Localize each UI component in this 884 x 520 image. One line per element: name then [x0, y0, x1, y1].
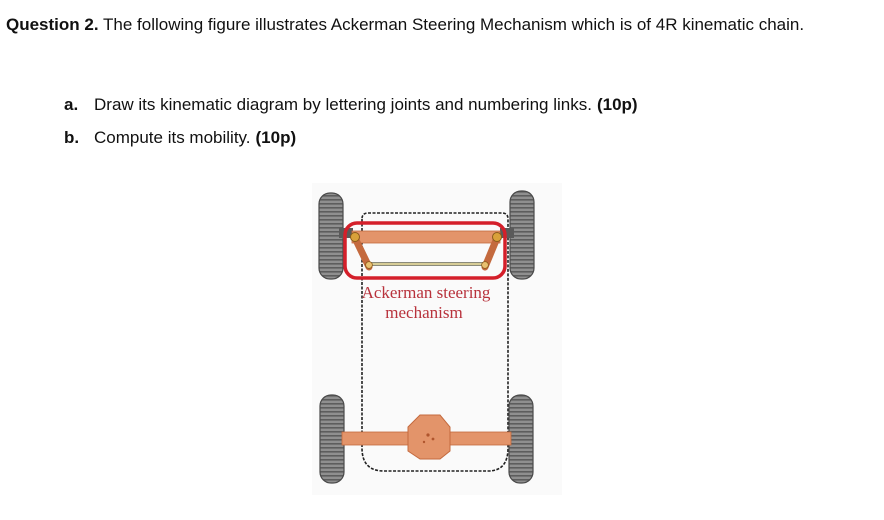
sub-question-b: b. Compute its mobility. (10p) — [64, 121, 844, 154]
ackerman-diagram: Ackerman steering mechanism — [312, 183, 562, 495]
front-right-wheel — [500, 190, 535, 280]
sub-question-points: (10p) — [596, 95, 638, 114]
question-label: Question 2. — [6, 15, 99, 34]
rear-axle — [341, 414, 512, 460]
sub-question-text: Draw its kinematic diagram by lettering … — [94, 95, 592, 114]
joint-front-right — [492, 232, 502, 242]
sub-question-letter: a. — [64, 95, 79, 114]
car-body-outline — [361, 212, 509, 472]
sub-question-points: (10p) — [255, 128, 297, 147]
ackerman-figure: Ackerman steering mechanism — [312, 183, 562, 495]
joint-front-left — [350, 232, 360, 242]
rear-right-wheel — [508, 394, 534, 484]
figure-caption-line1: Ackerman steering — [362, 283, 491, 302]
question-body: The following figure illustrates Ackerma… — [103, 15, 805, 34]
differential-housing — [407, 414, 451, 460]
joint-tie-rod-left — [365, 261, 373, 269]
sub-question-list: a. Draw its kinematic diagram by letteri… — [64, 88, 844, 154]
figure-caption-line2: mechanism — [385, 303, 462, 322]
joint-tie-rod-right — [481, 261, 489, 269]
mechanism-highlight — [343, 221, 507, 280]
sub-question-letter: b. — [64, 128, 80, 147]
rear-left-wheel — [319, 394, 345, 484]
sub-question-text: Compute its mobility. — [94, 128, 251, 147]
sub-question-a: a. Draw its kinematic diagram by letteri… — [64, 88, 844, 121]
question-text: Question 2. The following figure illustr… — [6, 8, 860, 41]
front-axle-link — [351, 230, 501, 244]
